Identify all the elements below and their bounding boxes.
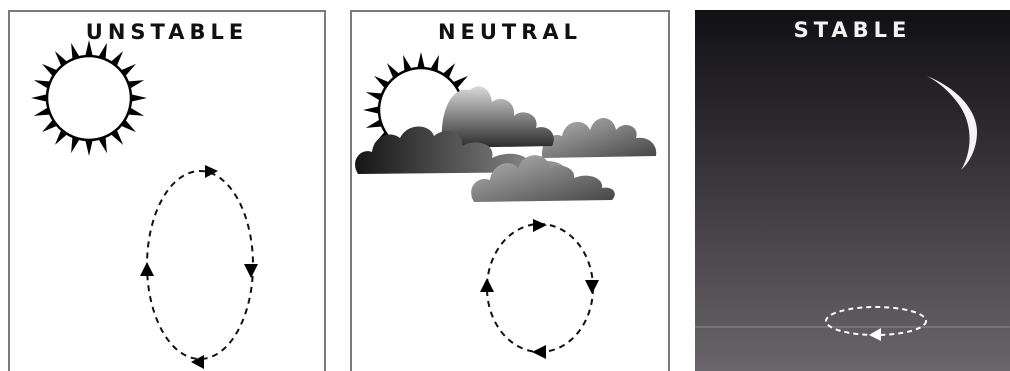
panel-title-neutral: NEUTRAL bbox=[352, 20, 668, 44]
circulation-loop-icon bbox=[480, 219, 599, 359]
circulation-loop-icon bbox=[140, 165, 258, 369]
panel-title-stable: STABLE bbox=[695, 18, 1010, 42]
panel-stable: STABLE bbox=[695, 10, 1010, 371]
sun-icon bbox=[31, 40, 147, 156]
neutral-drawing bbox=[352, 12, 670, 371]
unstable-drawing bbox=[10, 12, 326, 371]
panel-unstable: UNSTABLE bbox=[8, 10, 326, 371]
stable-drawing bbox=[695, 10, 1010, 371]
circulation-loop-icon bbox=[826, 307, 926, 341]
panel-title-unstable: UNSTABLE bbox=[10, 20, 324, 44]
moon-icon bbox=[927, 76, 977, 170]
panel-neutral: NEUTRAL bbox=[350, 10, 670, 371]
cloud-icon bbox=[542, 118, 656, 158]
